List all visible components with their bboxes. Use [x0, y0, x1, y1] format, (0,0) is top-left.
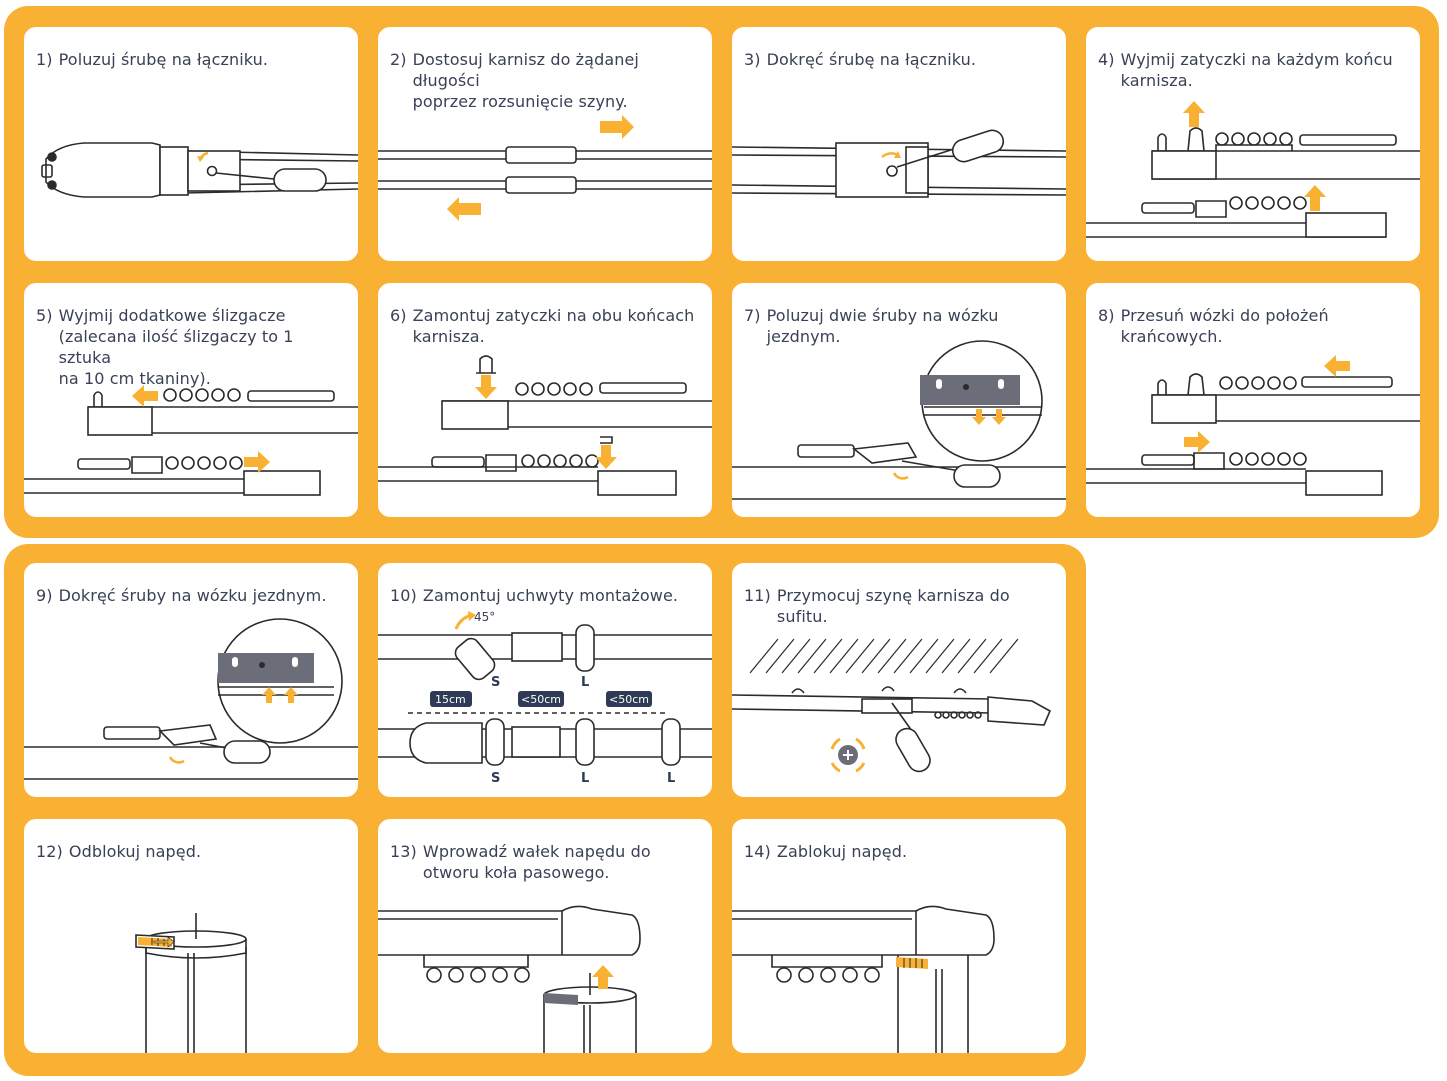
step-instruction: Wyjmij zatyczki na każdym końcu karnisza… [1120, 50, 1393, 90]
step-instruction: Dostosuj karnisz do żądanej długości pop… [412, 50, 639, 111]
step-number: 5) [36, 306, 53, 325]
step-card-12: 12) Odblokuj napęd. [24, 819, 358, 1053]
step-card-3: 3) Dokręć śrubę na łączniku. [732, 27, 1066, 261]
step-instruction: Poluzuj śrubę na łączniku. [58, 50, 269, 69]
step-instruction: Odblokuj napęd. [68, 842, 202, 861]
step-number: 4) [1098, 50, 1115, 69]
extend-rail-illustration [378, 27, 712, 261]
step-card-2: 2) Dostosuj karnisz do żądanej długości p… [378, 27, 712, 261]
bracket-letter-l-bottom-1: L [581, 771, 589, 786]
step-number: 9) [36, 586, 53, 605]
step-card-4: 4) Wyjmij zatyczki na każdym końcu karnis… [1086, 27, 1420, 261]
unlock-motor-illustration [24, 819, 358, 1053]
mount-brackets-illustration: 45° S L 15cm <50cm <50cm S L L [378, 563, 712, 797]
step-card-11: 11) Przymocuj szynę karnisza do sufitu. [732, 563, 1066, 797]
loosen-carriage-screws-illustration [732, 283, 1066, 517]
lock-motor-illustration [732, 819, 1066, 1053]
step-number: 3) [744, 50, 761, 69]
fix-rail-to-ceiling-illustration [732, 563, 1066, 797]
step-instruction: Wyjmij dodatkowe ślizgacze (zalecana ilo… [58, 306, 294, 388]
mount-end-caps-illustration [378, 283, 712, 517]
step-instruction: Wprowadź wałek napędu do otworu koła pas… [422, 842, 651, 882]
distance-label-15cm: 15cm [435, 693, 466, 706]
step-card-10: 10) Zamontuj uchwyty montażowe. 45° S L [378, 563, 712, 797]
bracket-letter-s-bottom: S [491, 771, 500, 786]
step-instruction: Dokręć śrubę na łączniku. [766, 50, 977, 69]
step-card-8: 8) Przesuń wózki do położeń krańcowych. [1086, 283, 1420, 517]
step-number: 2) [390, 50, 407, 69]
step-instruction: Poluzuj dwie śruby na wózku jezdnym. [766, 306, 999, 346]
loosen-connector-screw-illustration [24, 27, 358, 261]
tighten-carriage-screws-illustration [24, 563, 358, 797]
distance-label-50cm-2: <50cm [609, 693, 649, 706]
step-card-7: 7) Poluzuj dwie śruby na wózku jezdnym. [732, 283, 1066, 517]
step-number: 14) [744, 842, 771, 861]
step-card-5: 5) Wyjmij dodatkowe ślizgacze (zalecana i… [24, 283, 358, 517]
remove-extra-gliders-illustration [24, 283, 358, 517]
step-instruction: Przesuń wózki do położeń krańcowych. [1120, 306, 1329, 346]
step-card-13: 13) Wprowadź wałek napędu do otworu koła … [378, 819, 712, 1053]
step-instruction: Przymocuj szynę karnisza do sufitu. [776, 586, 1010, 626]
step-number: 7) [744, 306, 761, 325]
remove-end-caps-illustration [1086, 27, 1420, 261]
step-instruction: Dokręć śruby na wózku jezdnym. [58, 586, 327, 605]
tighten-connector-screw-illustration [732, 27, 1066, 261]
step-number: 13) [390, 842, 417, 861]
insert-motor-shaft-illustration [378, 819, 712, 1053]
step-card-6: 6) Zamontuj zatyczki na obu końcach karni… [378, 283, 712, 517]
step-number: 1) [36, 50, 53, 69]
step-card-9: 9) Dokręć śruby na wózku jezdnym. [24, 563, 358, 797]
step-number: 6) [390, 306, 407, 325]
step-card-1: 1) Poluzuj śrubę na łączniku. [24, 27, 358, 261]
slide-carriages-to-ends-illustration [1086, 283, 1420, 517]
step-instruction: Zablokuj napęd. [776, 842, 908, 861]
angle-label: 45° [474, 610, 495, 624]
step-number: 11) [744, 586, 771, 605]
step-number: 10) [390, 586, 417, 605]
step-number: 8) [1098, 306, 1115, 325]
bracket-letter-l-top: L [581, 675, 589, 690]
step-card-14: 14) Zablokuj napęd. [732, 819, 1066, 1053]
step-number: 12) [36, 842, 63, 861]
step-instruction: Zamontuj zatyczki na obu końcach karnisz… [412, 306, 695, 346]
distance-label-50cm-1: <50cm [521, 693, 561, 706]
step-instruction: Zamontuj uchwyty montażowe. [422, 586, 679, 605]
bracket-letter-l-bottom-2: L [667, 771, 675, 786]
bracket-letter-s-top: S [491, 675, 500, 690]
